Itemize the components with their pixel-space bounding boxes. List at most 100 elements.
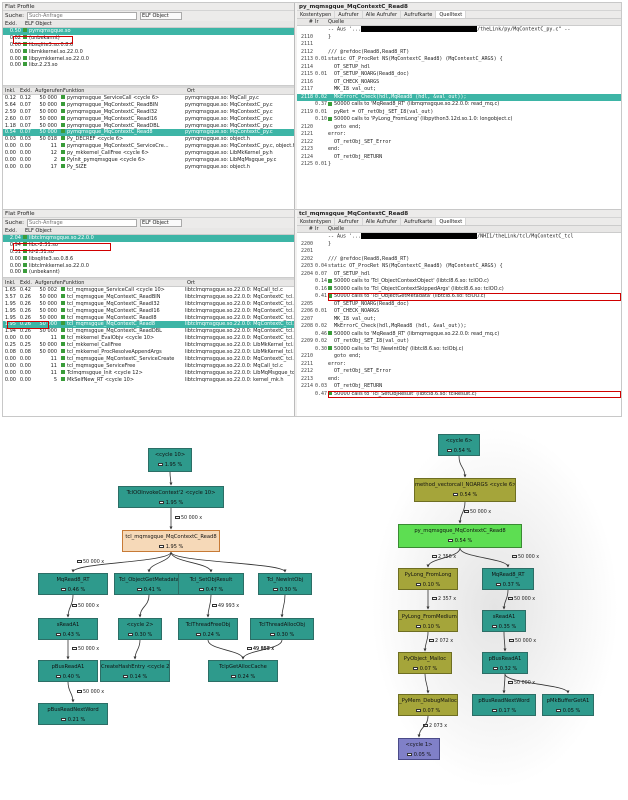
source-line[interactable]: -- Aus '.../NHI1/theLink/tcl/MqContextC_…	[297, 233, 621, 241]
source-line[interactable]: 2120 goto end;	[297, 124, 621, 132]
call-edge[interactable]	[138, 594, 150, 618]
call-edge[interactable]	[170, 551, 213, 573]
call-edge[interactable]	[241, 639, 283, 660]
call-edge[interactable]	[502, 673, 506, 694]
grouping-select[interactable]: ELF Object	[140, 12, 183, 20]
source-line[interactable]: 2110}	[297, 34, 621, 42]
call-edge[interactable]	[207, 639, 245, 660]
grouping-select[interactable]: ELF Object	[140, 219, 183, 227]
tab-kostentypen[interactable]: Kostentypen	[297, 218, 336, 225]
call-edge[interactable]	[426, 547, 461, 568]
col-exkl[interactable]: Exkl.	[5, 228, 17, 234]
source-line[interactable]: 2111	[297, 41, 621, 49]
tab-aufrufer[interactable]: Aufrufer	[335, 11, 363, 18]
col-elf[interactable]: ELF Object	[25, 21, 52, 27]
tab-aufrufkarte[interactable]: Aufrufkarte	[401, 218, 437, 225]
call-edge[interactable]	[66, 594, 74, 618]
col-function[interactable]: Funktion	[63, 280, 85, 286]
tab-kostentypen[interactable]: Kostentypen	[297, 11, 336, 18]
source-line[interactable]: 2210 goto end;	[297, 353, 621, 361]
call-edge[interactable]	[458, 501, 466, 524]
call-edge[interactable]	[133, 639, 141, 660]
call-edge[interactable]	[170, 551, 287, 573]
tab-quelltext[interactable]: Quelltext	[436, 11, 467, 18]
source-line[interactable]: 2202/// @refdoc(Read8,Read8_RT)	[297, 256, 621, 264]
call-edge[interactable]	[169, 471, 173, 486]
source-line[interactable]: 2112/// @refdoc(Read8,Read8_RT)	[297, 49, 621, 57]
call-edge[interactable]	[147, 551, 172, 573]
col-location[interactable]: Ort	[187, 280, 195, 286]
call-edge[interactable]	[67, 681, 75, 703]
graph-node-cycle10[interactable]: <cycle 10>1.95 %	[148, 448, 192, 472]
source-line[interactable]: 2124 OT_retObj_RETURN	[297, 154, 621, 162]
source-line[interactable]: 2117 MK_I8 val_out;	[297, 86, 621, 94]
source-line[interactable]: 2200}	[297, 241, 621, 249]
search-input[interactable]	[27, 12, 138, 20]
tab-alle-aufrufer[interactable]: Alle Aufrufer	[363, 11, 402, 18]
col-location[interactable]: Ort	[187, 88, 195, 94]
col-excl[interactable]: Exkl.	[20, 88, 32, 94]
source-line[interactable]: 2122 OT_retObj_SET_Error	[297, 139, 621, 147]
col-excl[interactable]: Exkl.	[20, 280, 32, 286]
call-edge[interactable]	[424, 673, 430, 694]
pane-splitter[interactable]	[3, 86, 294, 88]
graph-node-cycle6[interactable]: <cycle 6>0.54 %	[438, 434, 480, 456]
source-line[interactable]: 2114 OT_SETUP_hdl	[297, 64, 621, 72]
source-line[interactable]: 2205 OT_SETUP_NOARG(Read8_doc)	[297, 301, 621, 309]
tab-aufrufkarte[interactable]: Aufrufkarte	[401, 11, 437, 18]
call-edge[interactable]	[71, 551, 172, 573]
col-calls[interactable]: Aufgerufen	[35, 280, 63, 286]
tab-alle-aufrufer[interactable]: Alle Aufrufer	[363, 218, 402, 225]
call-edge[interactable]	[280, 594, 286, 618]
call-edge[interactable]	[206, 594, 212, 618]
source-line[interactable]: 2201	[297, 248, 621, 256]
